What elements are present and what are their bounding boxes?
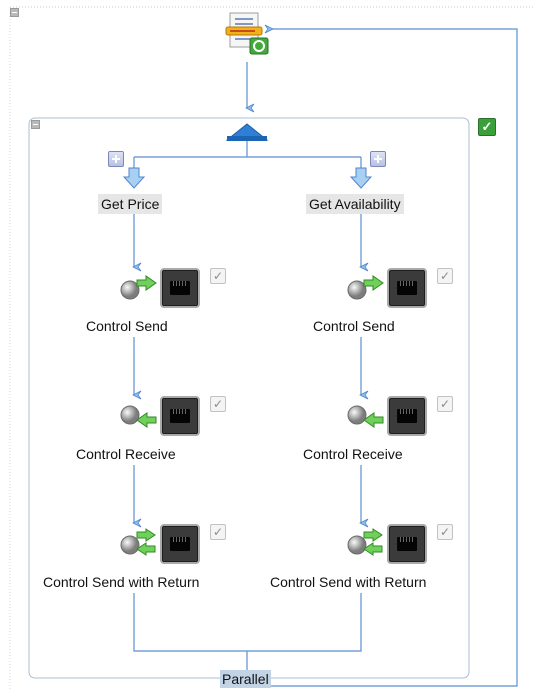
- step-label-control-receive[interactable]: Control Receive: [303, 446, 403, 462]
- control-send-icon: [120, 274, 160, 302]
- step-checkbox[interactable]: ✓: [210, 524, 226, 540]
- step-label-control-send-with-return[interactable]: Control Send with Return: [43, 574, 200, 590]
- loop-connector: [247, 24, 518, 687]
- branch-arrow-right: [349, 167, 373, 189]
- step-label-control-send-with-return[interactable]: Control Send with Return: [270, 574, 427, 590]
- expand-branch-left-button[interactable]: [108, 151, 124, 167]
- control-send-icon: [347, 274, 387, 302]
- step-checkbox[interactable]: ✓: [210, 396, 226, 412]
- control-send-return-icon: [120, 528, 160, 558]
- branch-arrow-left: [122, 167, 146, 189]
- network-port-icon[interactable]: [387, 396, 427, 436]
- network-port-icon[interactable]: [160, 396, 200, 436]
- step-label-control-receive[interactable]: Control Receive: [76, 446, 176, 462]
- parallel-group-label[interactable]: Parallel: [220, 670, 271, 688]
- collapse-parallel-button[interactable]: [31, 120, 40, 129]
- join-connector: [133, 593, 362, 652]
- step-checkbox[interactable]: ✓: [437, 268, 453, 284]
- document-process-icon[interactable]: [225, 12, 271, 56]
- control-receive-icon: [120, 402, 160, 430]
- network-port-icon[interactable]: [160, 524, 200, 564]
- network-port-icon[interactable]: [387, 524, 427, 564]
- expand-branch-right-button[interactable]: [370, 151, 386, 167]
- network-port-icon[interactable]: [387, 268, 427, 308]
- control-send-return-icon: [347, 528, 387, 558]
- step-checkbox[interactable]: ✓: [210, 268, 226, 284]
- step-checkbox[interactable]: ✓: [437, 524, 453, 540]
- control-receive-icon: [347, 402, 387, 430]
- step-label-control-send[interactable]: Control Send: [86, 318, 168, 334]
- network-port-icon[interactable]: [160, 268, 200, 308]
- step-checkbox[interactable]: ✓: [437, 396, 453, 412]
- branch-label-get-availability[interactable]: Get Availability: [306, 194, 404, 214]
- collapse-canvas-button[interactable]: [10, 8, 19, 17]
- parallel-status-check[interactable]: ✓: [478, 118, 496, 136]
- parallel-split-icon: [225, 123, 269, 141]
- branch-label-get-price[interactable]: Get Price: [98, 194, 163, 214]
- step-label-control-send[interactable]: Control Send: [313, 318, 395, 334]
